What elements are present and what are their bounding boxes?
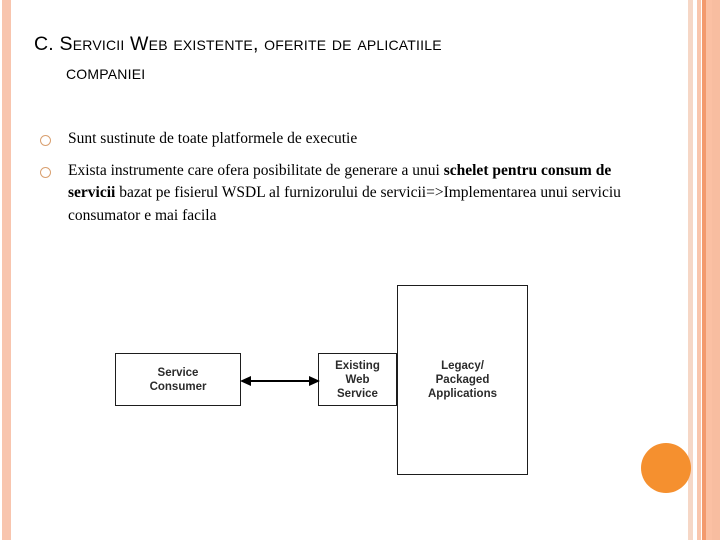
- right-accent-stripe-1: [688, 0, 693, 540]
- list-item: Sunt sustinute de toate platformele de e…: [40, 128, 640, 151]
- left-accent-stripe: [2, 0, 11, 540]
- bullet-1-segment-0: Sunt sustinute de toate platformele de e…: [68, 130, 358, 147]
- diagram-box-legacy-packaged-applications: Legacy/ Packaged Applications: [397, 285, 528, 475]
- orange-circle-decoration: [641, 443, 691, 493]
- double-headed-arrow-icon: [240, 376, 320, 386]
- diagram-box-service-consumer: Service Consumer: [115, 353, 241, 406]
- right-accent-stripe-5: [712, 0, 720, 540]
- slide-title: C. Servicii Web existente, oferite de ap…: [34, 30, 634, 88]
- right-accent-stripe-4: [706, 0, 712, 540]
- legacy-label-line-2: Packaged: [435, 374, 490, 386]
- legacy-label-line-3: Applications: [427, 388, 497, 400]
- consumer-label-line-1: Service: [157, 366, 199, 379]
- existing-label-line-1: Existing: [335, 359, 380, 372]
- existing-label-line-2: Web: [345, 373, 370, 386]
- bullet-text-1: Sunt sustinute de toate platformele de e…: [68, 128, 640, 151]
- bullet-text-2: Exista instrumente care ofera posibilita…: [68, 160, 640, 228]
- bullet-2-segment-1-bold: schelet pentru consum de servicii: [68, 161, 612, 202]
- legacy-label-line-1: Legacy/: [441, 360, 484, 372]
- bullet-circle-icon: [40, 135, 51, 146]
- list-item: Exista instrumente care ofera posibilita…: [40, 160, 640, 228]
- existing-label-line-3: Service: [337, 387, 378, 400]
- diagram-box-existing-web-service: Existing Web Service: [318, 353, 397, 406]
- bullet-2-segment-0: Exista instrumente care ofera posibilita…: [68, 161, 444, 179]
- consumer-label-line-2: Consumer: [149, 380, 207, 393]
- bullet-2-segment-2: bazat pe fisierul WSDL al furnizorului d…: [68, 184, 621, 224]
- bullet-circle-icon: [40, 166, 51, 178]
- bullet-list: Sunt sustinute de toate platformele de e…: [40, 128, 640, 236]
- slide-title-line-1: C. Servicii Web existente, oferite de ap…: [34, 33, 442, 55]
- right-accent-stripe-2: [697, 0, 701, 540]
- right-accent-stripe-3: [702, 0, 706, 540]
- slide-title-line-2: companiei: [66, 62, 146, 84]
